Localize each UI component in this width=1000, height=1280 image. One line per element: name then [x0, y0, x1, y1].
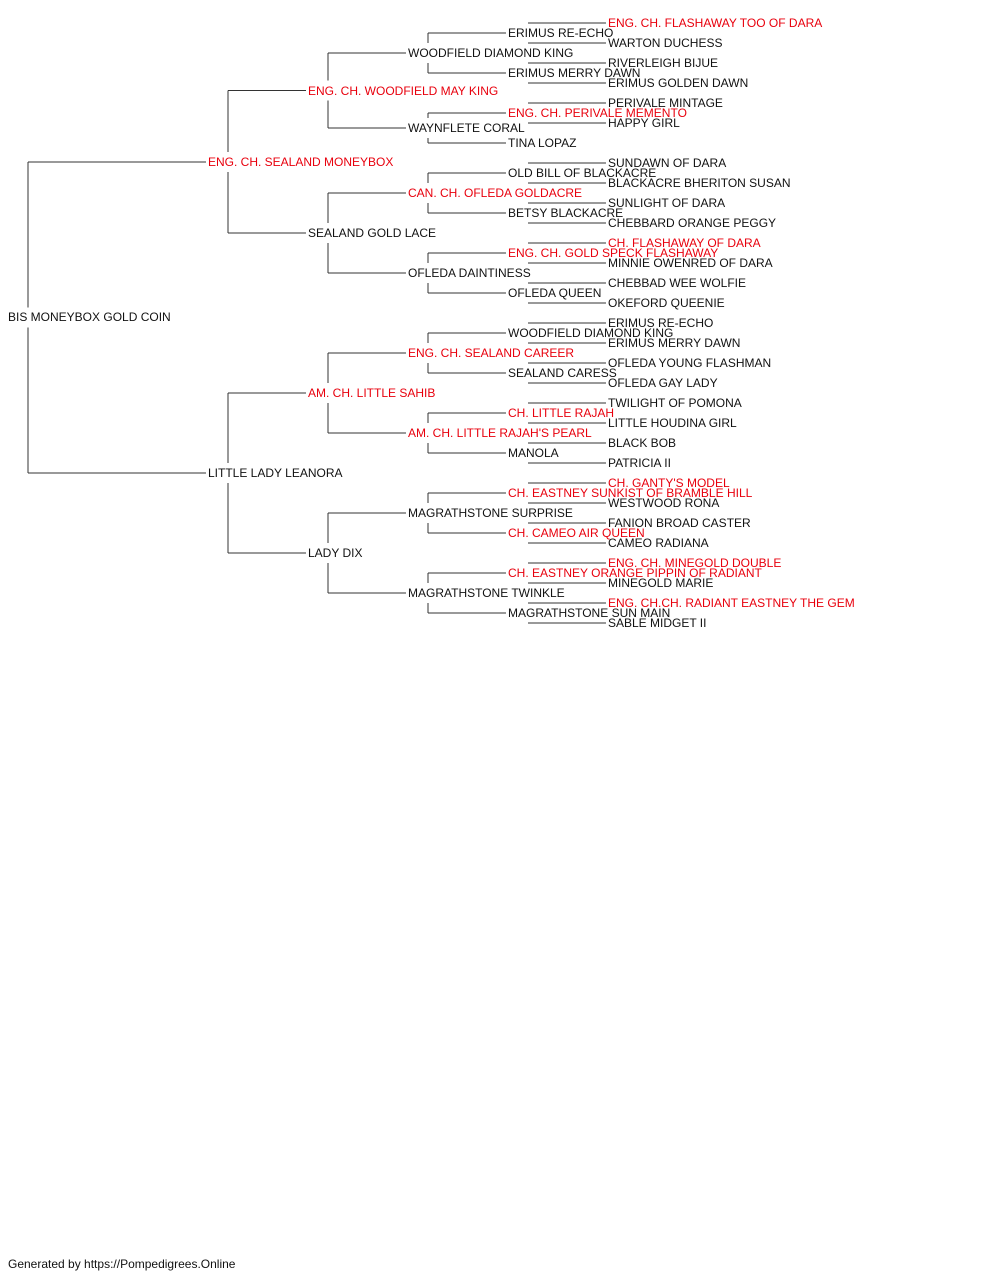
dog-name-label: TWILIGHT OF POMONA — [608, 396, 742, 410]
dog-name-label: WESTWOOD RONA — [608, 496, 720, 510]
dog-name-label: ENG. CH. MINEGOLD DOUBLE — [608, 556, 782, 570]
dog-name-label: BIS MONEYBOX GOLD COIN — [8, 310, 171, 325]
dog-name-label: ENG. CH. SEALAND CAREER — [408, 346, 575, 360]
dog-name-label: CH. LITTLE RAJAH — [508, 406, 615, 420]
dog-name-label: MAGRATHSTONE SURPRISE — [408, 506, 573, 520]
dog-name-label: MAGRATHSTONE SUN MAIN — [508, 606, 671, 620]
dog-name-label: PERIVALE MINTAGE — [608, 96, 723, 110]
dog-name-label: MANOLA — [508, 446, 559, 460]
footer-credit: Generated by https://Pompedigrees.Online — [8, 1257, 236, 1271]
dog-name-label: LADY DIX — [308, 546, 363, 560]
dog-name-label: CHEBBAD WEE WOLFIE — [608, 276, 747, 290]
dog-name-label: WOODFIELD DIAMOND KING — [508, 326, 674, 340]
dog-name-label: ERIMUS RE-ECHO — [608, 316, 714, 330]
dog-name-label: MINNIE OWENRED OF DARA — [608, 256, 773, 270]
dog-name-label: OFLEDA YOUNG FLASHMAN — [608, 356, 772, 370]
dog-name-label: AM. CH. LITTLE RAJAH'S PEARL — [408, 426, 592, 440]
dog-name-label: ENG. CH. PERIVALE MEMENTO — [508, 106, 687, 120]
dog-name-label: OKEFORD QUEENIE — [608, 296, 725, 310]
dog-name-label: SABLE MIDGET II — [608, 616, 707, 630]
dog-name-label: WOODFIELD DIAMOND KING — [408, 46, 574, 60]
dog-name-label: BLACKACRE BHERITON SUSAN — [608, 176, 791, 190]
dog-name-label: ENG. CH. FLASHAWAY TOO OF DARA — [608, 16, 823, 30]
dog-name-label: PATRICIA II — [608, 456, 671, 470]
dog-name-label: CH. EASTNEY ORANGE PIPPIN OF RADIANT — [508, 566, 762, 580]
dog-name-label: MINEGOLD MARIE — [608, 576, 714, 590]
dog-name-label: OFLEDA QUEEN — [508, 286, 602, 300]
dog-name-label: CH. CAMEO AIR QUEEN — [508, 526, 645, 540]
dog-name-label: AM. CH. LITTLE SAHIB — [308, 386, 436, 400]
dog-name-label: LITTLE LADY LEANORA — [208, 466, 343, 480]
dog-name-label: BETSY BLACKACRE — [508, 206, 624, 220]
dog-name-label: BLACK BOB — [608, 436, 677, 450]
dog-name-label: CHEBBARD ORANGE PEGGY — [608, 216, 777, 230]
dog-name-label: RIVERLEIGH BIJUE — [608, 56, 719, 70]
dog-name-label: OFLEDA DAINTINESS — [408, 266, 531, 280]
dog-name-label: OFLEDA GAY LADY — [608, 376, 718, 390]
dog-name-label: WARTON DUCHESS — [608, 36, 723, 50]
dog-name-label: ERIMUS MERRY DAWN — [508, 66, 641, 80]
dog-name-label: SEALAND GOLD LACE — [308, 226, 437, 240]
dog-name-label: CH. GANTY'S MODEL — [608, 476, 730, 490]
dog-name-label: TINA LOPAZ — [508, 136, 577, 150]
dog-name-label: ERIMUS GOLDEN DAWN — [608, 76, 749, 90]
dog-name-label: CH. FLASHAWAY OF DARA — [608, 236, 761, 250]
dog-name-label: MAGRATHSTONE TWINKLE — [408, 586, 565, 600]
dog-name-label: SUNDAWN OF DARA — [608, 156, 727, 170]
dog-name-label: WAYNFLETE CORAL — [408, 121, 525, 135]
dog-name-label: ENG. CH. GOLD SPECK FLASHAWAY — [508, 246, 719, 260]
dog-name-label: ERIMUS RE-ECHO — [508, 26, 614, 40]
dog-name-label: SUNLIGHT OF DARA — [608, 196, 726, 210]
dog-name-label: CAN. CH. OFLEDA GOLDACRE — [408, 186, 583, 200]
dog-name-label: FANION BROAD CASTER — [608, 516, 751, 530]
dog-name-label: SEALAND CARESS — [508, 366, 617, 380]
dog-name-label: ENG. CH. WOODFIELD MAY KING — [308, 83, 499, 98]
dog-name-label: ERIMUS MERRY DAWN — [608, 336, 741, 350]
dog-name-label: CAMEO RADIANA — [608, 536, 709, 550]
dog-name-label: ENG. CH.CH. RADIANT EASTNEY THE GEM — [608, 596, 855, 610]
dog-name-label: OLD BILL OF BLACKACRE — [508, 166, 657, 180]
dog-name-label: ENG. CH. SEALAND MONEYBOX — [208, 154, 394, 169]
dog-name-label: CH. EASTNEY SUNKIST OF BRAMBLE HILL — [508, 486, 753, 500]
dog-name-label: LITTLE HOUDINA GIRL — [608, 416, 737, 430]
dog-name-label: HAPPY GIRL — [608, 116, 680, 130]
